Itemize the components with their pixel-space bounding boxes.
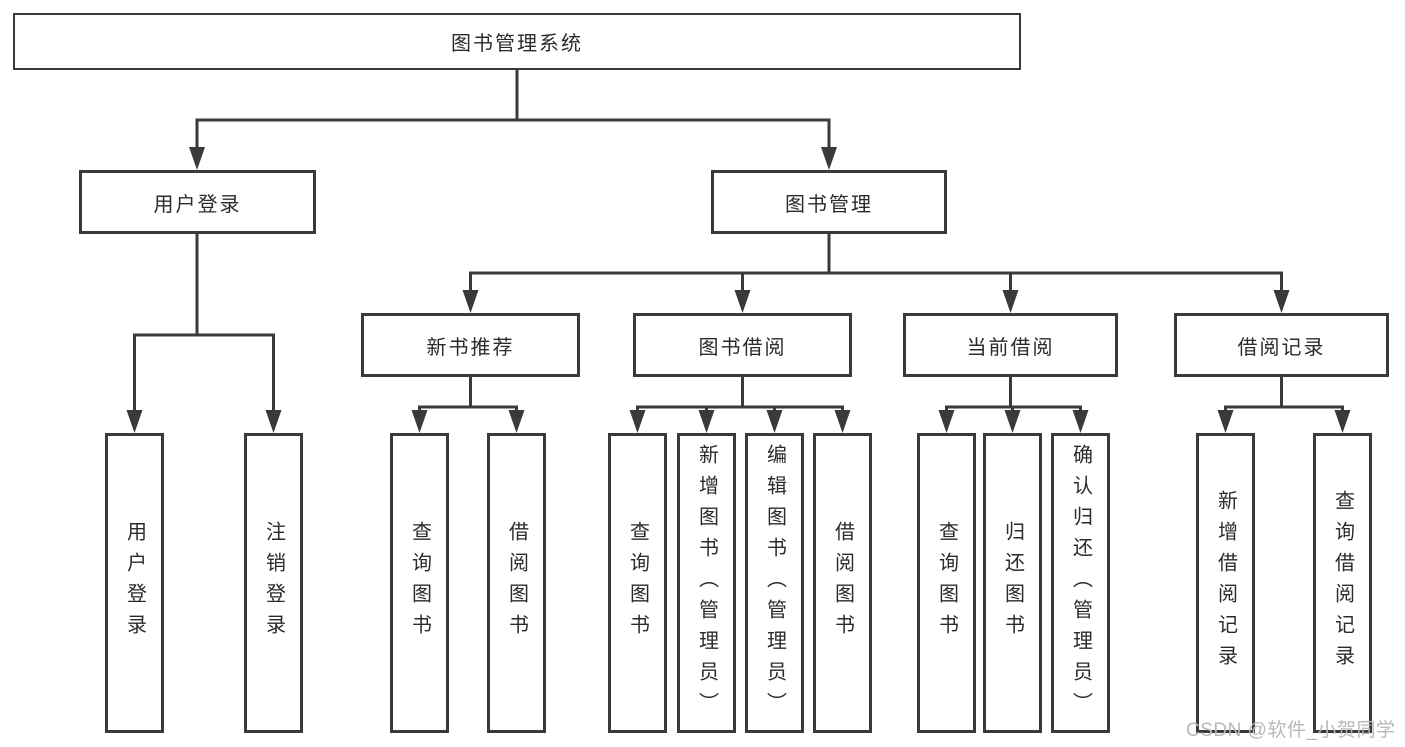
node-leaf-query-books-recommend: 查询图书 — [390, 433, 449, 733]
node-leaf-add-borrowing-record: 新增借阅记录 — [1196, 433, 1255, 733]
node-label: 查询图书 — [935, 521, 958, 645]
node-label: 编辑图书（管理员） — [763, 443, 786, 723]
node-branch-book-management: 图书管理 — [711, 170, 947, 234]
node-label: 新增图书（管理员） — [695, 443, 718, 723]
node-leaf-borrow-books-borrowing: 借阅图书 — [813, 433, 872, 733]
node-section-current-borrowing: 当前借阅 — [903, 313, 1118, 377]
node-label: 用户登录 — [123, 521, 146, 645]
node-label: 归还图书 — [1001, 521, 1024, 645]
node-section-borrowing-records: 借阅记录 — [1174, 313, 1389, 377]
node-leaf-query-borrowing-record: 查询借阅记录 — [1313, 433, 1372, 733]
node-label: 确认归还（管理员） — [1069, 443, 1092, 723]
node-section-book-borrowing: 图书借阅 — [633, 313, 852, 377]
node-label: 借阅图书 — [505, 521, 528, 645]
node-leaf-confirm-return-admin: 确认归还（管理员） — [1051, 433, 1110, 733]
node-root-library-management-system: 图书管理系统 — [13, 13, 1021, 70]
node-leaf-query-books-borrowing: 查询图书 — [608, 433, 667, 733]
node-leaf-logout: 注销登录 — [244, 433, 303, 733]
node-leaf-user-login: 用户登录 — [105, 433, 164, 733]
node-label: 新增借阅记录 — [1214, 490, 1237, 676]
node-label: 注销登录 — [262, 521, 285, 645]
node-leaf-edit-book-admin: 编辑图书（管理员） — [745, 433, 804, 733]
node-leaf-borrow-books-recommend: 借阅图书 — [487, 433, 546, 733]
node-label: 查询图书 — [408, 521, 431, 645]
node-leaf-query-books-current: 查询图书 — [917, 433, 976, 733]
node-label: 查询图书 — [626, 521, 649, 645]
node-label: 借阅图书 — [831, 521, 854, 645]
csdn-watermark: CSDN @软件_小贺同学 — [1186, 720, 1396, 741]
node-branch-user-login: 用户登录 — [79, 170, 316, 234]
node-leaf-add-book-admin: 新增图书（管理员） — [677, 433, 736, 733]
node-section-new-book-recommend: 新书推荐 — [361, 313, 580, 377]
node-leaf-return-books: 归还图书 — [983, 433, 1042, 733]
node-label: 查询借阅记录 — [1331, 490, 1354, 676]
